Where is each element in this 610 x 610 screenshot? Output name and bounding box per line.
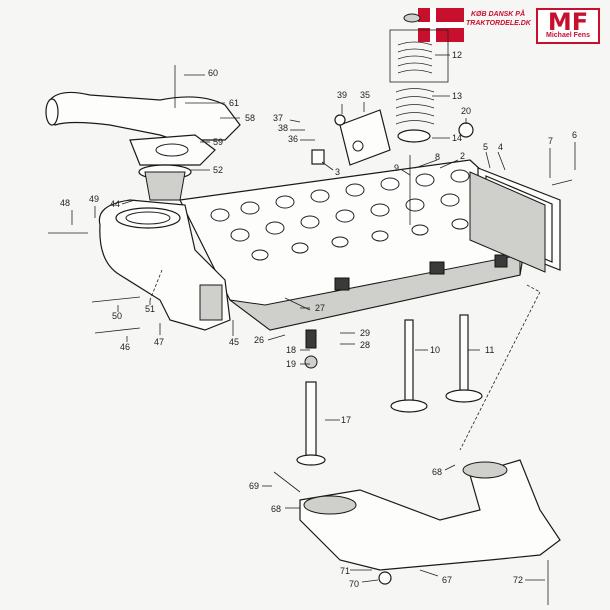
thermostat-housing [98, 199, 231, 331]
part-label: 69 [249, 481, 259, 491]
part-label: 18 [286, 345, 296, 355]
part-label: 68 [271, 504, 281, 514]
mf-logo-name: Michael Fens [546, 32, 590, 39]
valve-spring-set [389, 13, 449, 143]
part-label: 46 [120, 342, 130, 352]
part-label: 5 [483, 142, 488, 152]
part-label: 9 [394, 163, 399, 173]
part-label: 6 [572, 130, 577, 140]
part-label: 26 [254, 335, 264, 345]
part-label: 60 [208, 68, 218, 78]
part-labels: 2 3 4 5 6 7 8 9 10 11 12 13 14 17 18 19 … [60, 50, 577, 589]
part-label: 68 [432, 467, 442, 477]
part-label: 45 [229, 337, 239, 347]
part-label: 37 [273, 113, 283, 123]
shop-slogan[interactable]: KØB DANSK PÅ TRAKTORDELE.DK [466, 10, 531, 28]
danish-flag-icon [418, 8, 464, 42]
part-label: 14 [452, 133, 462, 143]
part-label: 17 [341, 415, 351, 425]
part-label: 13 [452, 91, 462, 101]
cylinder-head [179, 159, 531, 331]
part-label: 35 [360, 90, 370, 100]
part-label: 51 [145, 304, 155, 314]
part-label: 59 [213, 137, 223, 147]
part-label: 67 [442, 575, 452, 585]
part-label: 50 [112, 311, 122, 321]
part-label: 4 [498, 142, 503, 152]
part-label: 72 [513, 575, 523, 585]
push-rod-tube [296, 329, 326, 466]
part-label: 29 [360, 328, 370, 338]
part-label: 10 [430, 345, 440, 355]
part-label: 39 [337, 90, 347, 100]
part-label: 38 [278, 123, 288, 133]
exhaust-manifold [299, 459, 561, 585]
slogan-line-1: KØB DANSK PÅ [470, 11, 526, 18]
part-label: 71 [340, 566, 350, 576]
part-label: 58 [245, 113, 255, 123]
part-label: 2 [460, 151, 465, 161]
part-label: 19 [286, 359, 296, 369]
part-label: 12 [452, 50, 462, 60]
part-label: 52 [213, 165, 223, 175]
part-label: 61 [229, 98, 239, 108]
slogan-line-2: TRAKTORDELE.DK [466, 20, 531, 27]
part-label: 48 [60, 198, 70, 208]
part-label: 3 [335, 167, 340, 177]
part-label: 28 [360, 340, 370, 350]
part-label: 49 [89, 194, 99, 204]
lifting-bracket [339, 109, 391, 166]
part-label: 11 [485, 345, 494, 355]
part-label: 36 [288, 134, 298, 144]
part-label: 44 [110, 199, 120, 209]
part-label: 7 [548, 136, 553, 146]
part-label: 27 [315, 303, 325, 313]
thermostat [138, 164, 192, 201]
part-label: 70 [349, 579, 359, 589]
part-label: 47 [154, 337, 164, 347]
part-label: 8 [435, 152, 440, 162]
valves [390, 314, 483, 413]
part-label: 20 [461, 106, 471, 116]
leader-lines [71, 54, 576, 583]
mf-logo-letters: MF [547, 8, 589, 36]
side-cover-gasket [469, 167, 561, 273]
mf-logo[interactable]: MF Michael Fens [536, 8, 600, 44]
water-outlet-elbow [45, 91, 241, 166]
